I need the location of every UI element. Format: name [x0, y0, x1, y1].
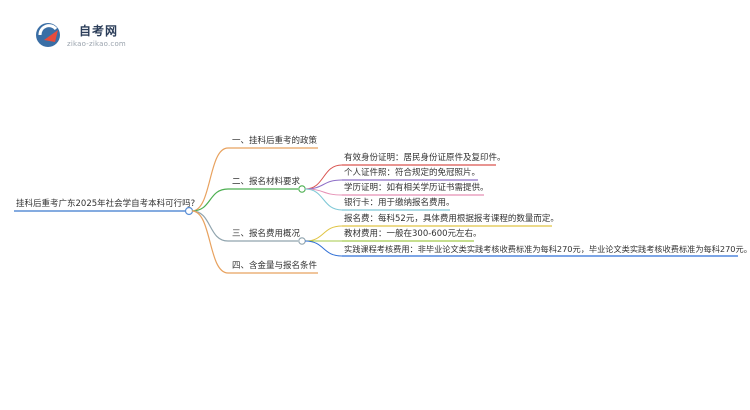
branch-2-label: 二、报名材料要求 — [232, 177, 301, 187]
b2-child-4: 银行卡：用于缴纳报名费用。 — [344, 198, 455, 208]
root-topic: 挂科后重考广东2025年社会学自考本科可行吗? — [16, 199, 196, 209]
b3-child-2: 教材费用：一般在300-600元左右。 — [344, 229, 482, 239]
branch-3-label: 三、报名费用概况 — [232, 229, 301, 239]
branch-3-connector — [191, 210, 229, 242]
b2-child-2: 个人证件照：符合规定的免冠照片。 — [344, 168, 481, 178]
b2-child-4-connector — [304, 188, 343, 211]
b2-child-1: 有效身份证明：居民身份证原件及复印件。 — [344, 153, 506, 163]
site-url: zikao-zikao.com — [67, 40, 126, 48]
branch-2-connector — [191, 188, 229, 212]
b3-child-3-connector — [304, 240, 343, 257]
b3-child-1-connector — [304, 225, 343, 242]
branch-1-connector — [191, 147, 229, 212]
b3-child-3: 实践课程考核费用：非毕业论文类实践考核收费标准为每科270元，毕业论文类实践考核… — [344, 244, 750, 254]
site-name: 自考网 — [79, 24, 119, 38]
branch-4-label: 四、含金量与报名条件 — [232, 261, 318, 271]
b2-child-1-connector — [304, 164, 343, 190]
branch-1-label: 一、挂科后重考的政策 — [232, 136, 318, 146]
branch-4-connector — [191, 210, 229, 274]
b3-child-1: 报名费：每科52元，具体费用根据报考课程的数量而定。 — [344, 214, 559, 224]
logo-mark-icon — [36, 23, 60, 47]
b2-child-2-connector — [304, 179, 343, 190]
site-logo[interactable] — [32, 20, 142, 50]
b2-child-3: 学历证明：如有相关学历证书需提供。 — [344, 183, 489, 193]
